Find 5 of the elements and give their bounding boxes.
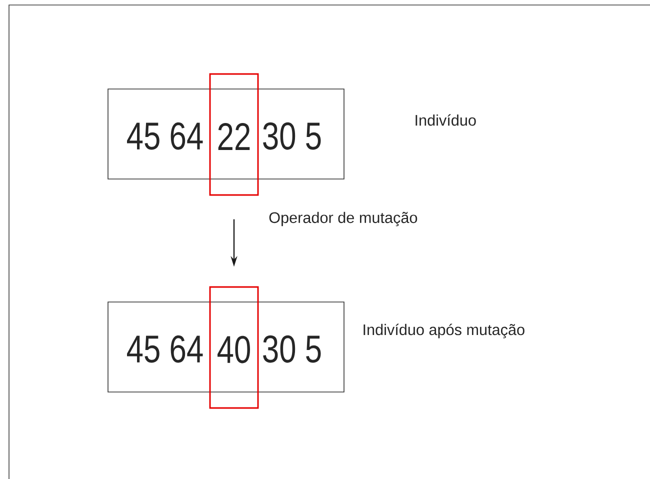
caption-text: Indivíduo após mutação <box>364 324 524 338</box>
caption-text: Indivíduo <box>416 114 476 126</box>
highlight-box: 40 <box>209 286 259 409</box>
highlight-box: 22 <box>209 73 259 196</box>
edge-label: Operador de mutação <box>269 212 418 226</box>
